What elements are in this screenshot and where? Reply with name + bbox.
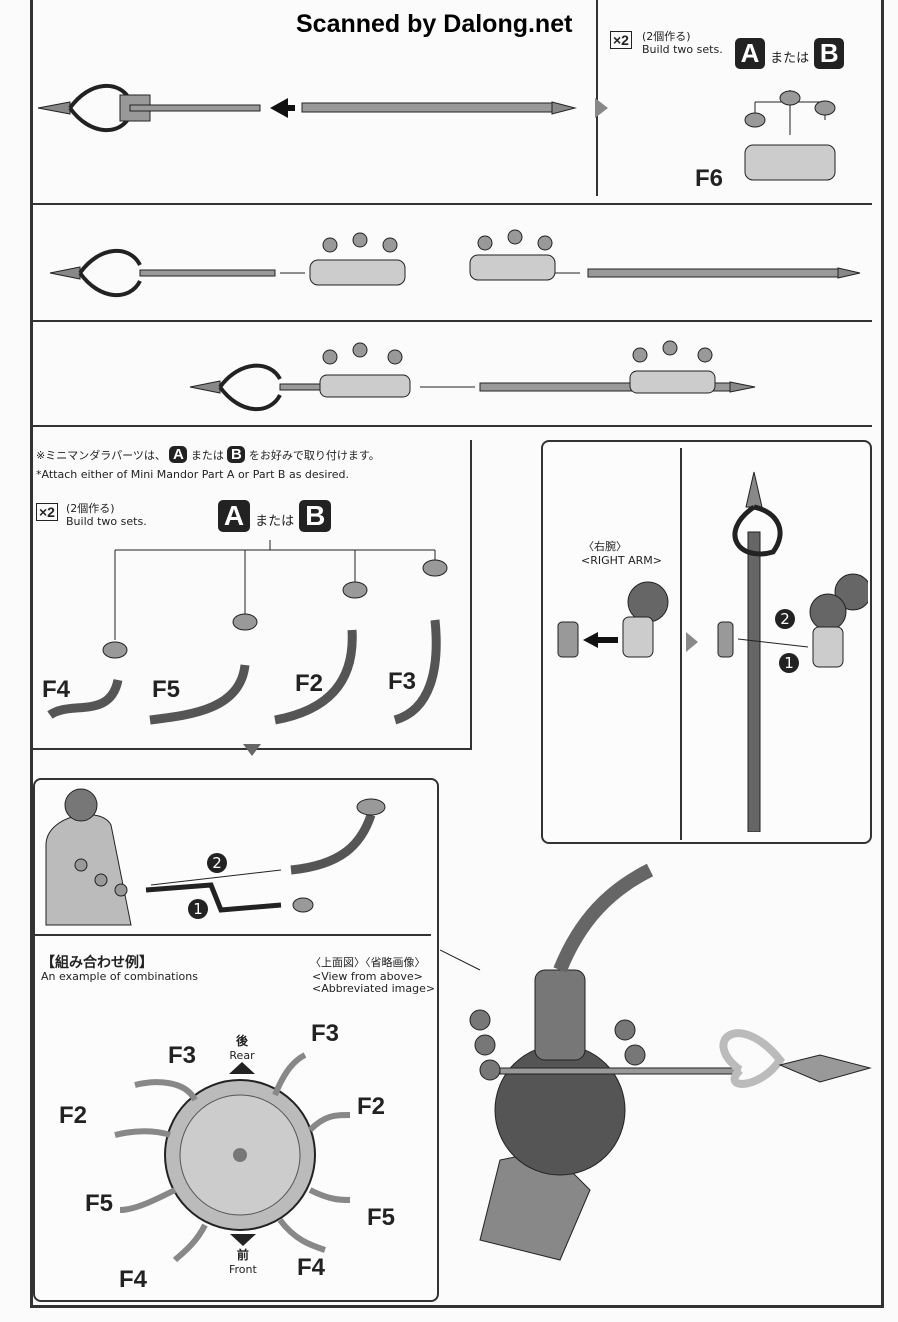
x2-badge: ×2 [36, 503, 58, 521]
part-choice: A または B [218, 500, 332, 532]
right-arm-panel: 〈右腕〉 <RIGHT ARM> 2 1 [541, 440, 872, 844]
spear-assembly-illustration [37, 84, 608, 132]
step-number: 1 [779, 652, 799, 673]
combo-label-f3: F3 [311, 1020, 340, 1047]
watermark: Scanned by Dalong.net [296, 10, 573, 38]
part-choice: A または B [735, 38, 845, 69]
top-view-illustration [114, 1052, 351, 1263]
step-2-marker: 2 [207, 852, 227, 873]
divider [470, 440, 472, 750]
combo-label-f5: F5 [85, 1190, 114, 1217]
combo-title-jp: 【組み合わせ例】 [41, 955, 153, 971]
note-jp-pre: ※ミニマンダラパーツは、 [36, 449, 166, 462]
build-two-jp: (2個作る) [66, 502, 115, 515]
spear-combined-illustration [189, 340, 756, 411]
down-triangle-icon [229, 1234, 256, 1246]
page-frame [30, 0, 884, 1308]
right-arm-jp: 〈右腕〉 [583, 540, 627, 553]
divider [596, 0, 598, 196]
mandor-note-en: *Attach either of Mini Mandor Part A or … [36, 468, 349, 481]
arm-parts-illustration [47, 540, 448, 725]
rear-jp: 後 [235, 1034, 248, 1048]
divider [30, 425, 872, 427]
combo-label-f2: F2 [357, 1093, 386, 1120]
rear-en: Rear [229, 1049, 255, 1062]
combo-label-f3: F3 [168, 1042, 197, 1069]
build-two-en: Build two sets. [66, 515, 147, 528]
build-two-note: ×2 (2個作る) Build two sets. [36, 502, 147, 528]
part-b-badge: B [814, 38, 845, 69]
mandor-attach-illustration [49, 229, 861, 297]
mandor-note-jp: ※ミニマンダラパーツは、 A または B をお好みで取り付けます。 [36, 446, 380, 463]
note-jp-post: をお好みで取り付けます。 [248, 449, 380, 462]
front-marker: 前 Front [229, 1234, 257, 1276]
build-two-note: ×2 (2個作る) Build two sets. [610, 30, 723, 56]
divider [30, 320, 872, 322]
combo-label-f2: F2 [59, 1102, 88, 1129]
arm-label-f5: F5 [152, 676, 181, 703]
part-a-badge: A [169, 446, 188, 463]
step-number: 2 [775, 608, 795, 629]
down-arrow-icon [243, 744, 261, 756]
combo-title-en: An example of combinations [41, 970, 198, 983]
front-jp: 前 [236, 1248, 249, 1262]
front-en: Front [229, 1263, 257, 1276]
part-a-badge: A [735, 38, 765, 69]
combination-panel: 2 1 【組み合わせ例】 An example of combinations … [33, 778, 439, 1302]
right-arm-illustration [557, 471, 868, 832]
part-b-badge: B [227, 446, 246, 463]
mini-mandor-illustration [744, 90, 836, 181]
up-triangle-icon [229, 1062, 255, 1074]
or-text: または [770, 51, 810, 66]
step-2-marker: 2 [775, 608, 795, 629]
combo-label-f4: F4 [119, 1266, 148, 1293]
part-f6-label: F6 [695, 165, 724, 192]
view-above-jp: 〈上面図〉〈省略画像〉 [310, 956, 426, 969]
x2-badge: ×2 [610, 31, 632, 49]
or-text: または [255, 514, 295, 529]
divider [35, 934, 431, 936]
note-jp-mid: または [190, 449, 224, 462]
body-attach-illustration [45, 788, 386, 926]
step-number: 1 [188, 898, 208, 919]
completed-figure-illustration [440, 863, 872, 1261]
part-b-badge: B [299, 500, 332, 532]
arm-label-f4: F4 [42, 676, 71, 703]
combo-label-f4: F4 [297, 1254, 326, 1281]
build-two-en: Build two sets. [642, 43, 723, 56]
step-number: 2 [207, 852, 227, 873]
abbreviated-image-en: <Abbreviated image> [312, 982, 436, 995]
build-two-jp: (2個作る) [642, 30, 691, 43]
step-1-marker: 1 [188, 898, 208, 919]
arm-label-f3: F3 [388, 668, 417, 695]
part-a-badge: A [218, 500, 250, 532]
divider [680, 448, 682, 840]
rear-marker: 後 Rear [229, 1032, 255, 1074]
view-above-en: <View from above> [312, 970, 423, 983]
divider [30, 203, 872, 205]
right-arm-en: <RIGHT ARM> [581, 554, 662, 567]
step-1-marker: 1 [779, 652, 799, 673]
arm-label-f2: F2 [295, 670, 324, 697]
combo-label-f5: F5 [367, 1204, 396, 1231]
